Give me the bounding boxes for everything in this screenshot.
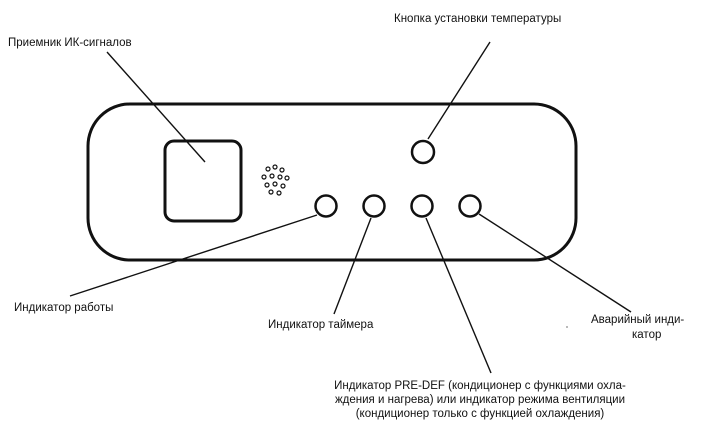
leader-temp-button <box>427 41 491 140</box>
predef-indicator-lamp <box>410 194 434 218</box>
temp-set-button[interactable] <box>410 139 436 165</box>
ir-receiver-window <box>163 139 243 223</box>
predef-label-line3: (кондиционер только с функцией охлаждени… <box>355 408 605 420</box>
predef-label-line1: Индикатор PRE-DEF (кондиционер с функция… <box>334 380 626 392</box>
stray-dot <box>566 326 568 328</box>
predef-indicator-label: Индикатор PRE-DEF (кондиционер с функция… <box>268 379 692 421</box>
timer-indicator-lamp <box>362 194 386 218</box>
temp-button-label: Кнопка установки температуры <box>394 13 562 25</box>
power-indicator-lamp <box>314 194 338 218</box>
leader-timer-indicator <box>333 217 372 315</box>
leader-predef-indicator <box>425 217 492 374</box>
alarm-indicator-lamp <box>458 194 482 218</box>
alarm-indicator-label-line2: катор <box>632 329 662 341</box>
predef-label-line2: ждения и нагрева) или индикатор режима в… <box>334 394 626 406</box>
panel-body <box>86 102 578 262</box>
ir-receiver-label: Приемник ИК-сигналов <box>8 37 132 49</box>
leader-alarm-indicator <box>478 213 632 313</box>
leader-power-indicator <box>69 214 318 297</box>
leader-ir-receiver <box>106 51 206 163</box>
leader-lines <box>69 41 632 374</box>
alarm-indicator-label-line1: Аварийный инди- <box>591 314 685 326</box>
power-indicator-label: Индикатор работы <box>14 302 114 314</box>
timer-indicator-label: Индикатор таймера <box>268 319 374 331</box>
speaker-grille <box>261 164 290 196</box>
